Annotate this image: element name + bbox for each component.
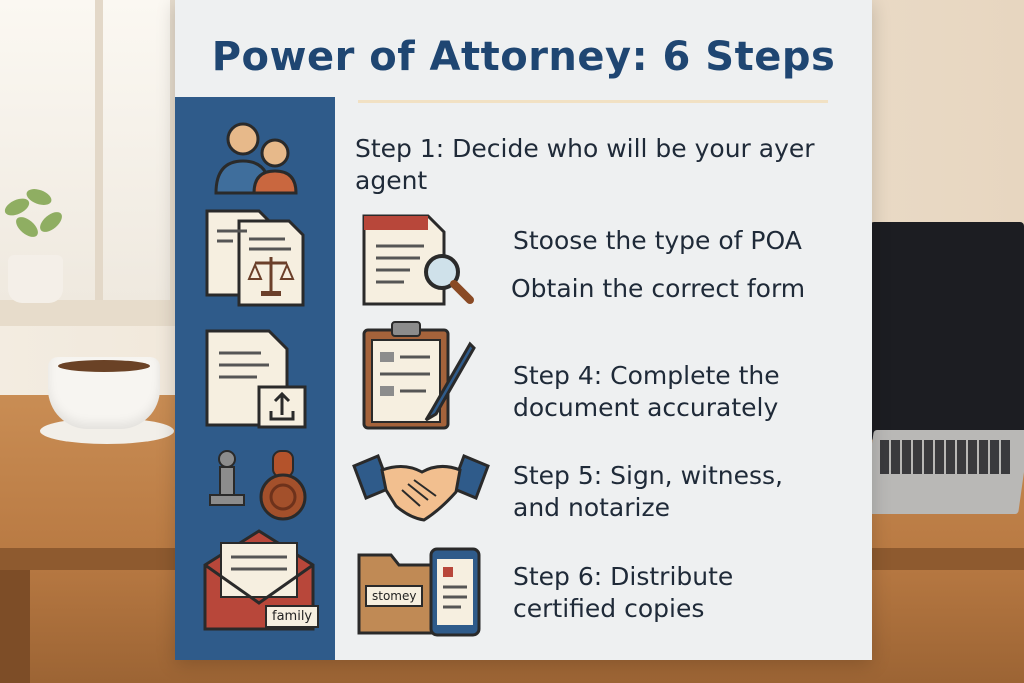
icon-sidebar: family xyxy=(175,97,335,660)
clipboard-pen-icon xyxy=(362,321,476,430)
step-3: Obtain the correct form xyxy=(511,273,805,305)
laptop-screen xyxy=(870,222,1024,440)
table-leg xyxy=(0,570,30,683)
step-2: Stoose the type of POA xyxy=(513,225,802,257)
step-1-line-1: Step 1: Decide who will be your ayer xyxy=(355,134,815,163)
handshake-icon xyxy=(352,454,490,522)
envelope-icon: family xyxy=(199,525,320,635)
step-5-line-2: and notarize xyxy=(513,493,670,522)
document-search-icon xyxy=(362,214,474,306)
folder-tag: stomey xyxy=(365,585,424,607)
step-3-line-1: Obtain the correct form xyxy=(511,274,806,303)
step-2-line-1: Stoose the type of POA xyxy=(513,226,802,255)
people-icon xyxy=(214,122,298,195)
step-1: Step 1: Decide who will be your ayer age… xyxy=(355,133,815,197)
step-4-line-2: document accurately xyxy=(513,393,779,422)
step-1-line-2: agent xyxy=(355,166,428,195)
step-6: Step 6: Distribute certified copies xyxy=(513,561,733,625)
folder-phone-icon: stomey xyxy=(355,545,485,640)
stamp-seal-icon xyxy=(209,450,307,521)
documents-scale-icon xyxy=(205,209,305,307)
step-6-line-2: certified copies xyxy=(513,594,705,623)
step-5-line-1: Step 5: Sign, witness, xyxy=(513,461,783,490)
window-mullion xyxy=(95,0,103,300)
step-4: Step 4: Complete the document accurately xyxy=(513,360,780,424)
poster-title: Power of Attorney: 6 Steps xyxy=(211,34,836,80)
coffee xyxy=(58,360,150,372)
step-4-line-1: Step 4: Complete the xyxy=(513,361,780,390)
step-5: Step 5: Sign, witness, and notarize xyxy=(513,460,783,524)
window-sill xyxy=(0,300,190,326)
poa-poster: Power of Attorney: 6 Steps xyxy=(175,0,872,660)
step-6-line-1: Step 6: Distribute xyxy=(513,562,734,591)
title-underline xyxy=(358,100,828,103)
envelope-tag: family xyxy=(265,605,320,628)
laptop-keyboard xyxy=(880,440,1010,474)
plant-pot xyxy=(8,255,63,303)
document-upload-icon xyxy=(205,329,307,429)
